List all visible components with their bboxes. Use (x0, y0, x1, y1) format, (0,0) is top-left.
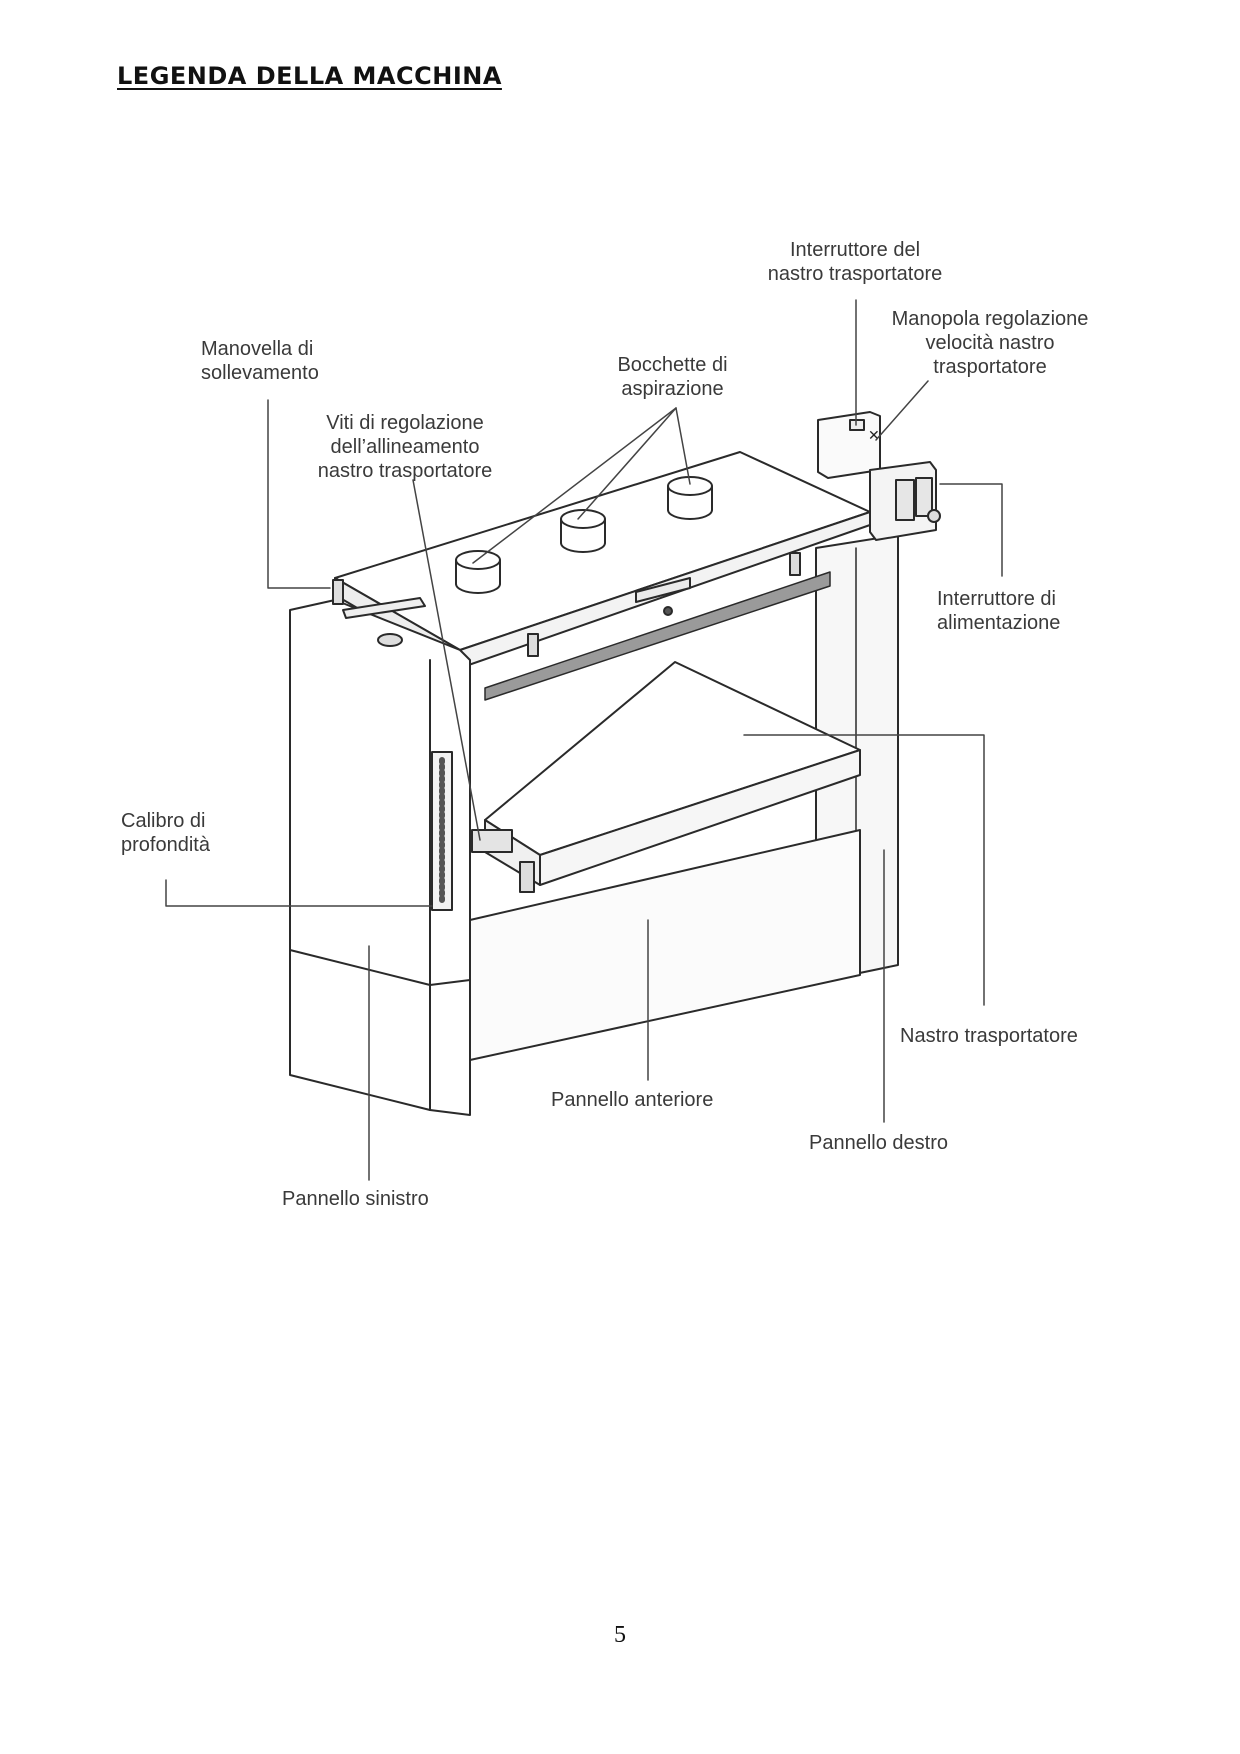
front-panel-shape (469, 829, 861, 1061)
lifting-crank (332, 579, 426, 647)
label-pannello-destro: Pannello destro (809, 1132, 948, 1154)
dust-ports (455, 476, 713, 594)
page-number: 5 (614, 1622, 626, 1648)
label-pannello-anteriore: Pannello anteriore (551, 1089, 714, 1111)
label-nastro-trasportatore: Nastro trasportatore (900, 1025, 1078, 1047)
page-title: LEGENDA DELLA MACCHINA (117, 62, 502, 90)
svg-text:✕: ✕ (868, 428, 880, 444)
label-pannello-sinistro: Pannello sinistro (282, 1188, 429, 1210)
